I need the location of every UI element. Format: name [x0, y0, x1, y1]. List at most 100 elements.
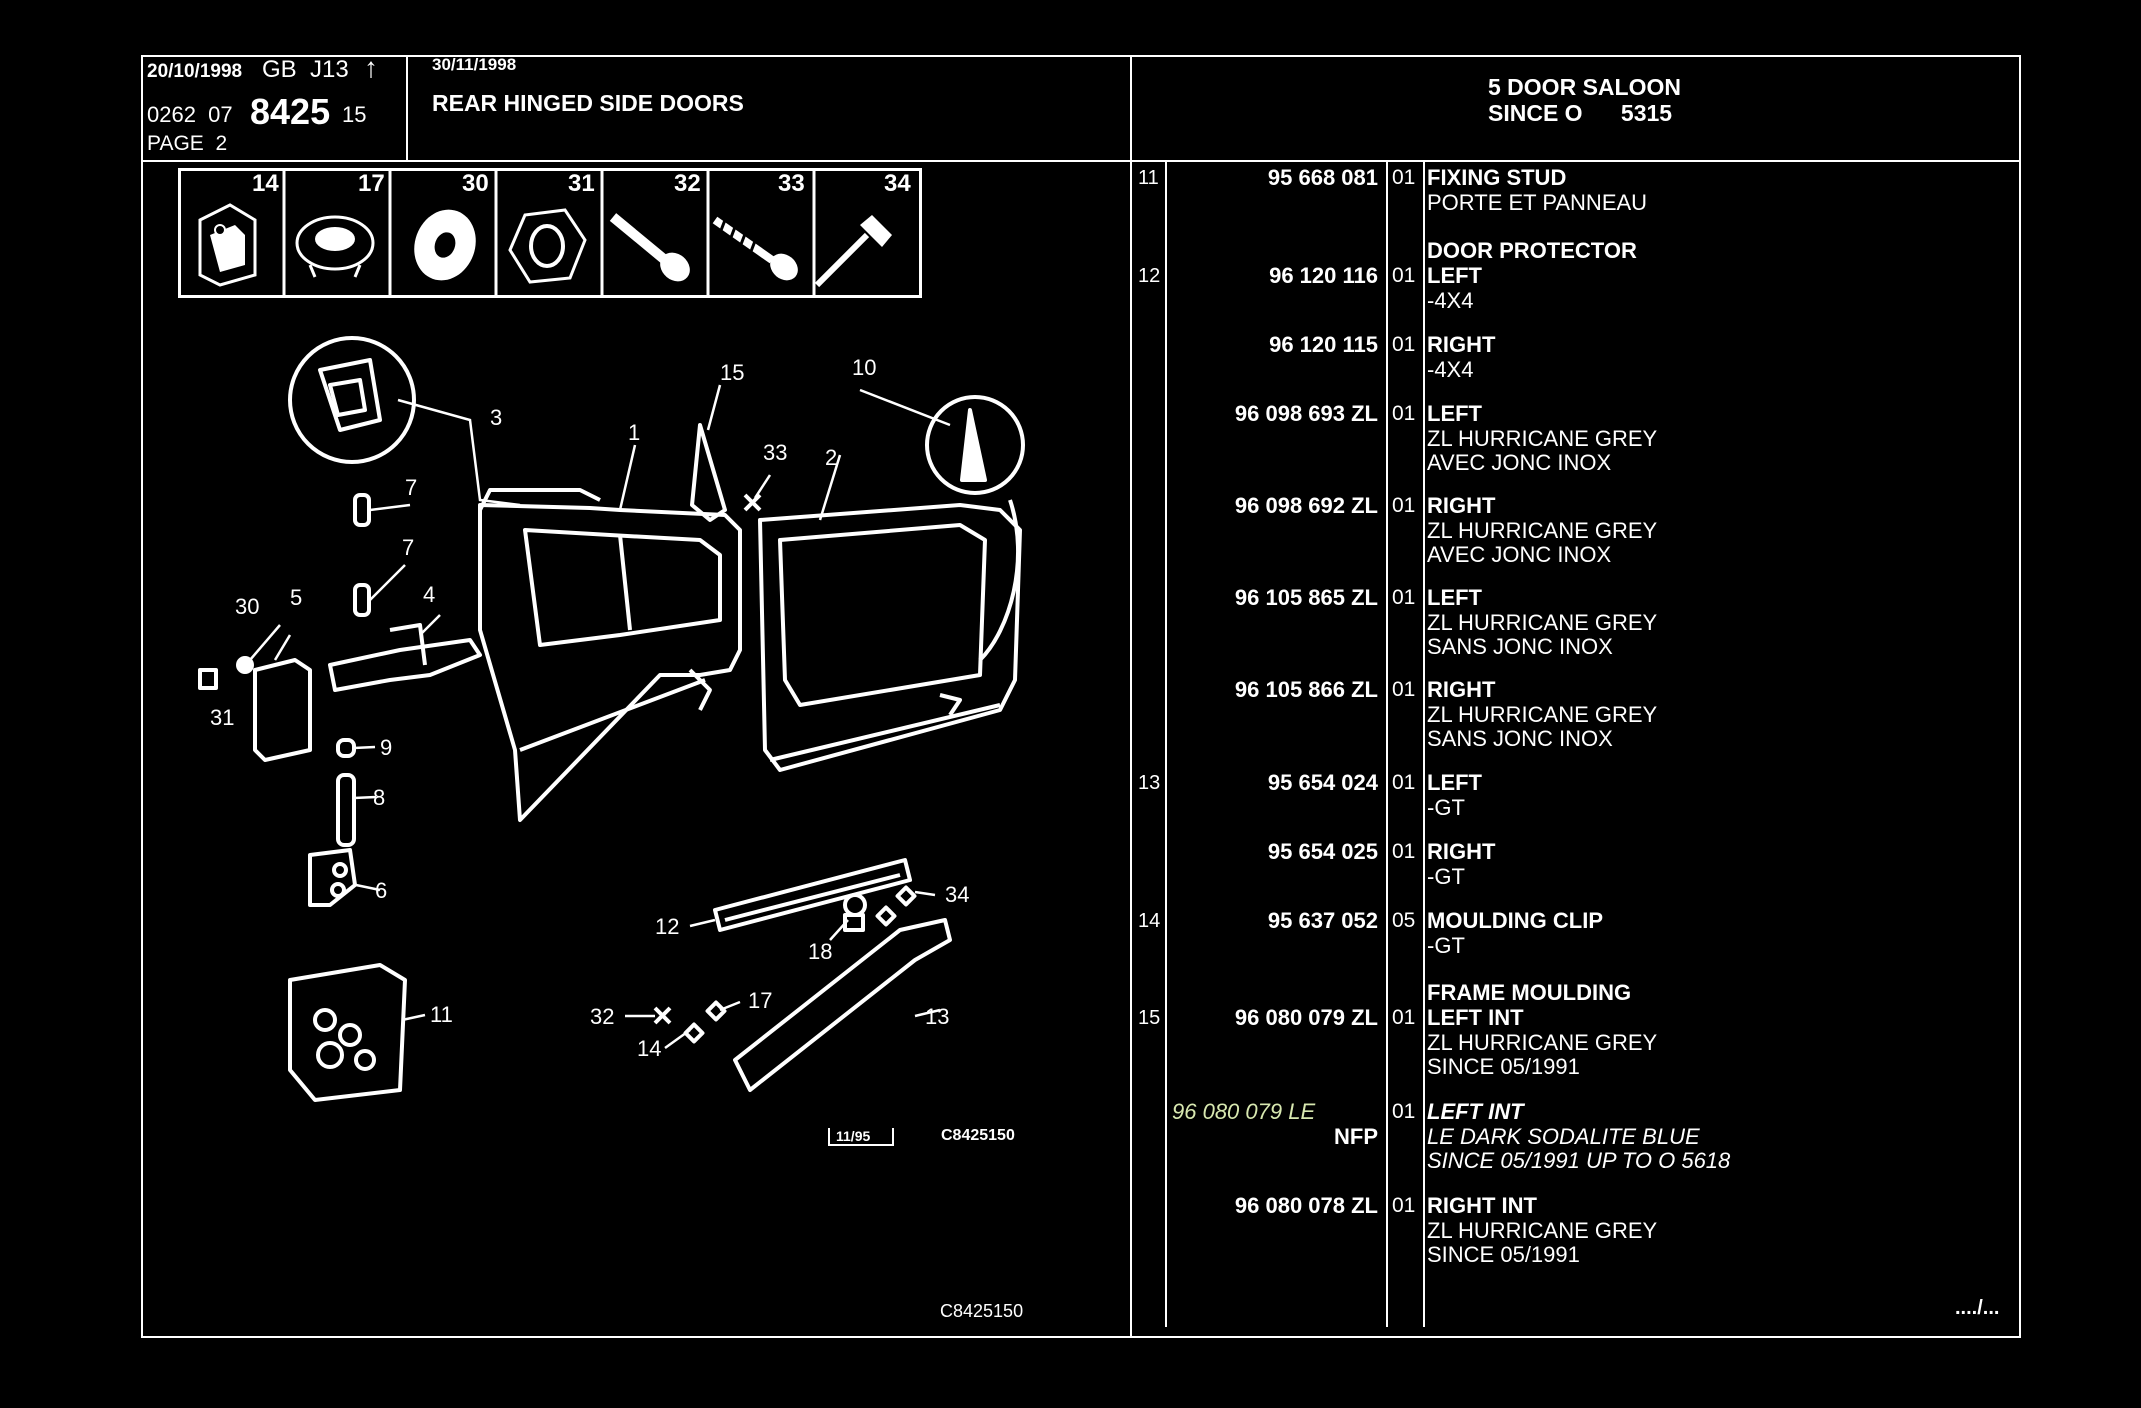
nut-icon	[508, 208, 587, 284]
qty-column-divider	[1386, 162, 1388, 1327]
part-detail: -4X4	[1427, 356, 1474, 382]
header-divider	[141, 160, 2021, 162]
row-ref-number: 14	[1138, 910, 1161, 932]
part-detail: -4X4	[1427, 287, 1474, 313]
rivet-icon	[814, 215, 892, 288]
part-detail: -GT	[1427, 932, 1465, 958]
row-ref-number: 12	[1138, 265, 1161, 287]
clip-icon	[295, 215, 375, 278]
quantity: 01	[1392, 678, 1416, 701]
part-detail: AVEC JONC INOX	[1427, 450, 1612, 475]
part-title: RIGHT	[1427, 839, 1496, 864]
part-number[interactable]: 96 098 692 ZL	[1234, 493, 1378, 518]
quantity: 01	[1392, 402, 1416, 425]
part-number[interactable]: 96 080 079 LE	[1172, 1099, 1316, 1124]
section-title: REAR HINGED SIDE DOORS	[432, 90, 744, 116]
part-detail: ZL HURRICANE GREY	[1427, 1029, 1658, 1055]
callout-7a: 7	[405, 475, 417, 500]
part-number[interactable]: 96 105 865 ZL	[1234, 585, 1378, 610]
part-number[interactable]: 96 098 693 ZL	[1234, 401, 1378, 426]
part-title: RIGHT INT	[1427, 1193, 1537, 1218]
header-ref-main: 8425	[250, 91, 331, 132]
row-ref-number: 13	[1138, 772, 1161, 794]
part-number[interactable]: 96 105 866 ZL	[1234, 677, 1378, 702]
callout-12: 12	[655, 914, 679, 939]
quantity: 01	[1392, 494, 1416, 517]
quantity: 01	[1392, 1194, 1416, 1217]
part-detail: -GT	[1427, 863, 1465, 889]
quantity: 01	[1392, 586, 1416, 609]
part-detail: SANS JONC INOX	[1427, 726, 1613, 751]
part-detail: ZL HURRICANE GREY	[1427, 701, 1658, 727]
part-title: RIGHT	[1427, 677, 1496, 702]
desc-column-divider	[1423, 162, 1425, 1327]
thumb-number: 31	[568, 170, 595, 197]
continuation-mark: ..../...	[1955, 1297, 2000, 1319]
header-gb-code: GB J13	[262, 56, 349, 83]
part-number[interactable]: 96 120 115	[1269, 332, 1378, 357]
thumb-number: 33	[778, 170, 805, 197]
header-date-mid: 30/11/1998	[432, 55, 517, 74]
callout-33: 33	[763, 440, 787, 465]
callout-6: 6	[375, 878, 387, 903]
diagram-code-small: C8425150	[941, 1127, 1015, 1144]
part-detail: LE DARK SODALITE BLUE	[1427, 1123, 1700, 1149]
part-detail: SINCE 05/1991	[1427, 1054, 1580, 1079]
bracket-icon	[198, 203, 257, 287]
part-detail: SINCE 05/1991	[1427, 1242, 1580, 1267]
quantity: 01	[1392, 264, 1416, 287]
quantity: 01	[1392, 333, 1416, 356]
callout-8: 8	[373, 785, 385, 810]
thumb-number: 14	[252, 170, 279, 197]
model-line-2: SINCE O 5315	[1488, 100, 1673, 126]
part-title: DOOR PROTECTOR	[1427, 238, 1637, 263]
pn-column-divider	[1165, 162, 1167, 1327]
quantity: 01	[1392, 1100, 1416, 1123]
part-detail: AVEC JONC INOX	[1427, 542, 1612, 567]
part-title: FRAME MOULDING	[1427, 980, 1632, 1005]
part-detail: ZL HURRICANE GREY	[1427, 1217, 1658, 1243]
part-number[interactable]: 95 654 025	[1267, 839, 1378, 864]
part-title: RIGHT	[1427, 332, 1496, 357]
part-title: RIGHT	[1427, 493, 1496, 518]
part-detail: -GT	[1427, 794, 1465, 820]
header-ref-b: 15	[342, 102, 367, 127]
part-title: MOULDING CLIP	[1427, 908, 1603, 933]
part-title: LEFT	[1427, 585, 1482, 610]
date-stamp: 11/95	[836, 1128, 871, 1144]
thumb-number: 32	[674, 170, 701, 197]
callout-13: 13	[925, 1004, 949, 1029]
callout-17: 17	[748, 988, 772, 1013]
callout-10: 10	[852, 355, 876, 380]
part-number[interactable]: 96 080 079 ZL	[1234, 1005, 1378, 1030]
part-number[interactable]: 95 637 052	[1267, 908, 1378, 933]
callout-31: 31	[210, 705, 234, 730]
part-number[interactable]: 95 668 081	[1267, 165, 1378, 190]
part-title: FIXING STUD	[1427, 165, 1567, 190]
screw-icon	[712, 216, 798, 281]
callout-5: 5	[290, 585, 302, 610]
callout-32: 32	[590, 1004, 614, 1029]
header-date-left: 20/10/1998	[147, 61, 243, 82]
part-title: LEFT INT	[1427, 1005, 1524, 1030]
callout-11: 11	[430, 1002, 453, 1027]
thumb-number: 34	[884, 170, 911, 197]
part-number[interactable]: 96 120 116	[1269, 263, 1378, 288]
part-number[interactable]: 96 080 078 ZL	[1234, 1193, 1378, 1218]
bolt-icon	[609, 213, 690, 282]
part-title: LEFT	[1427, 401, 1482, 426]
callout-3: 3	[490, 405, 502, 430]
callout-34: 34	[945, 882, 969, 907]
part-title: LEFT	[1427, 770, 1482, 795]
part-number[interactable]: 95 654 024	[1267, 770, 1378, 795]
diagram-code-bottom: C8425150	[940, 1301, 1024, 1321]
part-detail: SANS JONC INOX	[1427, 634, 1613, 659]
callout-15: 15	[720, 360, 744, 385]
fastener-thumbnail-strip	[178, 168, 922, 298]
part-detail: ZL HURRICANE GREY	[1427, 425, 1658, 451]
exploded-door-diagram: 3 1 2 15 10 33 7 7 30 5 4 31 9 8 6 11 12…	[198, 336, 1025, 1102]
thumb-number: 17	[358, 170, 385, 197]
callout-4: 4	[423, 582, 435, 607]
quantity: 01	[1392, 1006, 1416, 1029]
callout-9: 9	[380, 735, 392, 760]
